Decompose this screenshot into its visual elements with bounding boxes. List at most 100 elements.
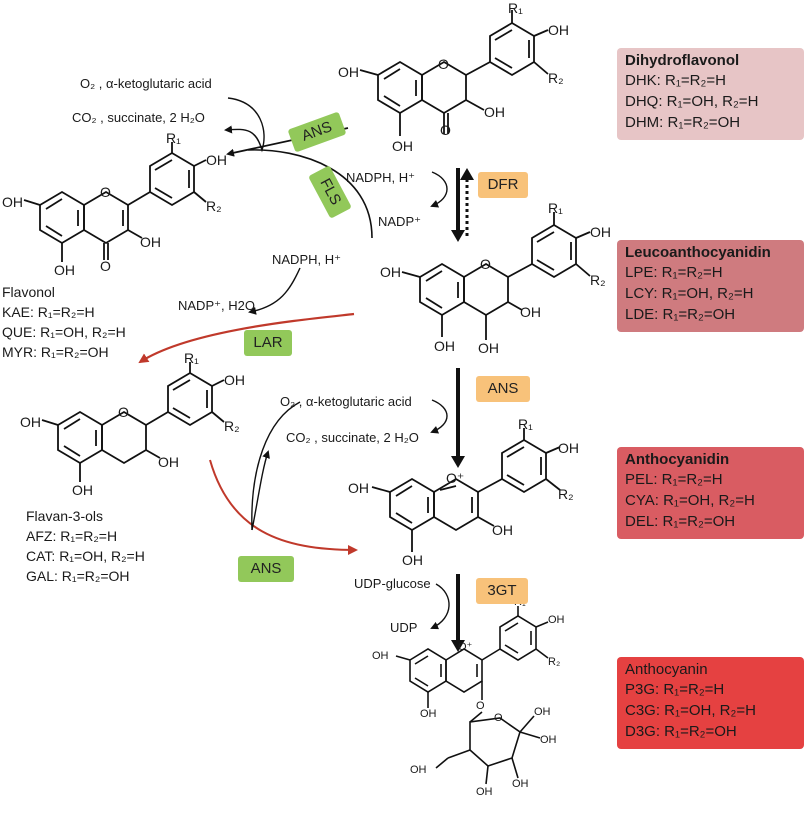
atom-label: OH [206, 152, 227, 168]
ans-mid-cofactor-curve [430, 399, 448, 434]
atom-label: OH [392, 138, 413, 154]
flavan-3-ol-structure [41, 362, 225, 482]
anthocyanin-structure [395, 606, 549, 785]
atom-label: R₂ [548, 656, 561, 668]
atom-label: OH [338, 64, 359, 80]
enzyme-dfr: DFR [478, 172, 528, 198]
ans-left-arrow [209, 459, 358, 555]
lar-cofactor-curve [248, 267, 301, 315]
atom-label: R₂ [548, 70, 564, 86]
flavan-title: Flavan-3-ols [26, 508, 104, 524]
flavonol-line: MYR: R₁=R₂=OH [2, 344, 109, 360]
box-line: DEL: R₁=R₂=OH [625, 513, 736, 530]
atom-label: OH [158, 454, 179, 470]
atom-label: R₂ [590, 272, 606, 288]
cofactor-label: O₂ , α-ketoglutaric acid [280, 394, 412, 409]
atom-label: O [494, 712, 503, 724]
atom-label: OH [72, 482, 93, 498]
dihydroflavonol-structure [359, 10, 549, 136]
cofactor-label: CO₂ , succinate, 2 H₂O [286, 430, 419, 445]
atom-label: O⁺ [458, 641, 473, 653]
enzyme-lar: LAR [244, 330, 292, 356]
box-line: PEL: R₁=R₂=H [625, 471, 723, 488]
cofactor-label: O₂ , α-ketoglutaric acid [80, 76, 212, 91]
cofactor-label: NADP⁺, H2O [178, 298, 255, 313]
box-line: DHM: R₁=R₂=OH [625, 114, 741, 131]
box-line: LPE: R₁=R₂=H [625, 264, 723, 281]
atom-label: OH [540, 734, 557, 746]
box-line: C3G: R₁=OH, R₂=H [625, 702, 756, 719]
box-line: DHK: R₁=R₂=H [625, 72, 726, 89]
atom-label: OH [410, 764, 427, 776]
anthocyanin-box: Anthocyanin P3G: R₁=R₂=H C3G: R₁=OH, R₂=… [617, 657, 804, 749]
atom-label: O [476, 700, 485, 712]
enzyme-ans-left: ANS [238, 556, 294, 582]
atom-label: O [438, 56, 449, 72]
atom-label: OH [534, 706, 551, 718]
fls-curve [247, 149, 373, 239]
atom-label: OH [520, 304, 541, 320]
flavan-line: CAT: R₁=OH, R₂=H [26, 548, 145, 564]
anthocyanidin-box: Anthocyanidin PEL: R₁=R₂=H CYA: R₁=OH, R… [617, 447, 804, 539]
flavonol-line: QUE: R₁=OH, R₂=H [2, 324, 126, 340]
atom-label: OH [492, 522, 513, 538]
box-line: DHQ: R₁=OH, R₂=H [625, 93, 759, 110]
atom-label: O [118, 404, 129, 420]
flavan-line: GAL: R₁=R₂=OH [26, 568, 130, 584]
dihydroflavonol-box: Dihydroflavonol DHK: R₁=R₂=H DHQ: R₁=OH,… [617, 48, 804, 140]
cofactor-label: NADPH, H⁺ [346, 170, 415, 185]
atom-label: R₂ [558, 486, 574, 502]
box-title: Anthocyanin [625, 661, 708, 678]
atom-label: OH [478, 340, 499, 356]
atom-label: OH [140, 234, 161, 250]
atom-label: OH [224, 372, 245, 388]
atom-label: R₁ [166, 130, 181, 146]
flavonol-label: Flavonol KAE: R₁=R₂=H QUE: R₁=OH, R₂=H M… [2, 282, 126, 362]
box-line: LDE: R₁=R₂=OH [625, 306, 736, 323]
atom-label: OH [380, 264, 401, 280]
atom-label: O [100, 184, 111, 200]
atom-label: O [100, 258, 111, 274]
atom-label: OH [558, 440, 579, 456]
flavan-3-ols-label: Flavan-3-ols AFZ: R₁=R₂=H CAT: R₁=OH, R₂… [26, 506, 145, 586]
box-line: P3G: R₁=R₂=H [625, 681, 725, 698]
atom-label: OH [548, 22, 569, 38]
gt3-cofactor-curve [430, 583, 450, 630]
atom-label: OH [348, 480, 369, 496]
atom-label: OH [420, 708, 437, 720]
cofactor-label: NADPH, H⁺ [272, 252, 341, 267]
atom-label: O [440, 122, 451, 138]
box-title: Dihydroflavonol [625, 52, 740, 69]
atom-label: R₁ [548, 200, 563, 216]
lar-arrow [138, 312, 355, 364]
anthocyanidin-structure [371, 428, 561, 552]
atom-label: R₂ [206, 198, 222, 214]
atom-label: R₁ [184, 350, 199, 366]
atom-label: R₁ [518, 416, 533, 432]
atom-label: OH [20, 414, 41, 430]
atom-label: OH [434, 338, 455, 354]
box-title: Anthocyanidin [625, 451, 730, 468]
atom-label: OH [512, 778, 529, 790]
flavan-line: AFZ: R₁=R₂=H [26, 528, 118, 544]
atom-label: OH [590, 224, 611, 240]
atom-label: R₁ [508, 0, 523, 16]
cofactor-label: UDP [390, 620, 418, 635]
flavonol-title: Flavonol [2, 284, 55, 300]
box-line: CYA: R₁=OH, R₂=H [625, 492, 755, 509]
flavonol-structure [23, 142, 207, 262]
enzyme-3gt: 3GT [476, 578, 528, 604]
atom-label: OH [476, 786, 493, 798]
atom-label: O [480, 256, 491, 272]
enzyme-ans-mid: ANS [476, 376, 530, 402]
ans-left-cofactor-in [251, 401, 301, 531]
box-line: LCY: R₁=OH, R₂=H [625, 285, 754, 302]
flavonol-line: KAE: R₁=R₂=H [2, 304, 95, 320]
ans-left-cofactor-out [251, 450, 270, 531]
atom-label: OH [402, 552, 423, 568]
atom-label: OH [548, 614, 565, 626]
cofactor-label: UDP-glucose [354, 576, 431, 591]
atom-label: OH [484, 104, 505, 120]
ans-top-cofactor-curve [224, 97, 265, 153]
cofactor-label: CO₂ , succinate, 2 H₂O [72, 110, 205, 125]
